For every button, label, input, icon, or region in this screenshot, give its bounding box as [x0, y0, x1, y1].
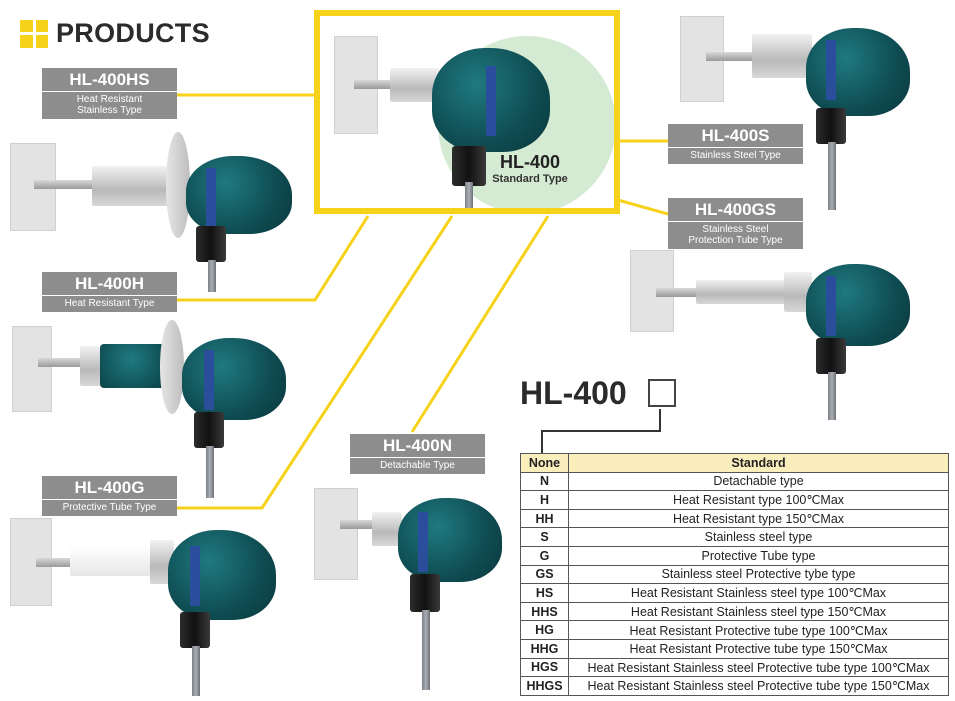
- connector-hl400h: [177, 215, 370, 302]
- connector-hl400n: [410, 215, 550, 433]
- row-code: HG: [520, 620, 569, 640]
- row-code: G: [520, 545, 569, 566]
- row-code: HHS: [520, 601, 569, 622]
- row-code: HH: [520, 508, 569, 529]
- hl400g-type: Protective Tube Type: [62, 502, 157, 513]
- label-hl400gs: HL-400GS Stainless Steel Protection Tube…: [668, 198, 803, 249]
- hl400s-type: Stainless Steel Type: [690, 150, 781, 161]
- row-code: HHGS: [520, 676, 569, 696]
- row-desc: Heat Resistant Stainless steel Protectiv…: [568, 657, 949, 678]
- model-code-suffix-box: [648, 379, 676, 407]
- featured-product-hl400: HL-400 Standard Type: [314, 10, 620, 214]
- hl400s-name: HL-400S: [668, 124, 803, 148]
- row-code: HHG: [520, 638, 569, 659]
- row-code: HGS: [520, 657, 569, 678]
- hl400gs-type-line1: Stainless Steel: [702, 224, 769, 235]
- label-hl400h: HL-400H Heat Resistant Type: [42, 272, 177, 312]
- row-desc: Heat Resistant Stainless steel Protectiv…: [568, 676, 949, 696]
- label-hl400hs: HL-400HS Heat Resistant Stainless Type: [42, 68, 177, 119]
- label-hl400g: HL-400G Protective Tube Type: [42, 476, 177, 516]
- connector-hl400g: [177, 215, 454, 510]
- column-header-standard: Standard: [568, 453, 949, 473]
- label-hl400s: HL-400S Stainless Steel Type: [668, 124, 803, 164]
- row-desc: Heat Resistant Stainless steel type 100℃…: [568, 583, 949, 603]
- hl400g-name: HL-400G: [42, 476, 177, 500]
- hl400hs-name: HL-400HS: [42, 68, 177, 92]
- page-title: PRODUCTS: [56, 18, 210, 48]
- row-desc: Stainless steel Protective tybe type: [568, 564, 949, 585]
- hl400hs-type: Heat Resistant Stainless Type: [42, 92, 177, 119]
- hl400gs-type-line2: Protection Tube Type: [688, 235, 783, 246]
- row-desc: Heat Resistant Stainless steel type 150℃…: [568, 601, 949, 622]
- hl400h-name: HL-400H: [42, 272, 177, 296]
- hl400-type: Standard Type: [492, 173, 568, 185]
- row-code: HS: [520, 583, 569, 603]
- row-desc: Heat Resistant Protective tube type 150℃…: [568, 638, 949, 659]
- label-hl400n: HL-400N Detachable Type: [350, 434, 485, 474]
- row-desc: Detachable type: [568, 471, 949, 492]
- column-header-code: None: [520, 453, 569, 473]
- model-code-prefix: HL-400: [520, 375, 627, 411]
- row-desc: Protective Tube type: [568, 545, 949, 566]
- hl400hs-type-line1: Heat Resistant: [76, 94, 143, 105]
- hl400h-type: Heat Resistant Type: [64, 298, 155, 309]
- row-code: GS: [520, 564, 569, 585]
- products-logo-icon: [20, 19, 48, 48]
- model-code-bracket: [541, 409, 661, 453]
- hl400-name: HL-400: [499, 152, 561, 172]
- hl400gs-name: HL-400GS: [668, 198, 803, 222]
- row-desc: Stainless steel type: [568, 527, 949, 547]
- hl400gs-type: Stainless Steel Protection Tube Type: [668, 222, 803, 249]
- row-code: N: [520, 471, 569, 492]
- connector-hl400gs: [617, 198, 669, 216]
- table-header-row: None Standard: [520, 453, 949, 473]
- hl400hs-type-line2: Stainless Type: [77, 105, 142, 116]
- hl400-label: HL-400 Standard Type: [480, 152, 580, 185]
- row-code: H: [520, 490, 569, 510]
- row-desc: Heat Resistant type 150℃Max: [568, 508, 949, 529]
- row-desc: Heat Resistant type 100℃Max: [568, 490, 949, 510]
- row-desc: Heat Resistant Protective tube type 100℃…: [568, 620, 949, 640]
- hl400n-name: HL-400N: [350, 434, 485, 458]
- page-header: PRODUCTS: [20, 18, 210, 49]
- hl400n-type: Detachable Type: [380, 460, 455, 471]
- row-code: S: [520, 527, 569, 547]
